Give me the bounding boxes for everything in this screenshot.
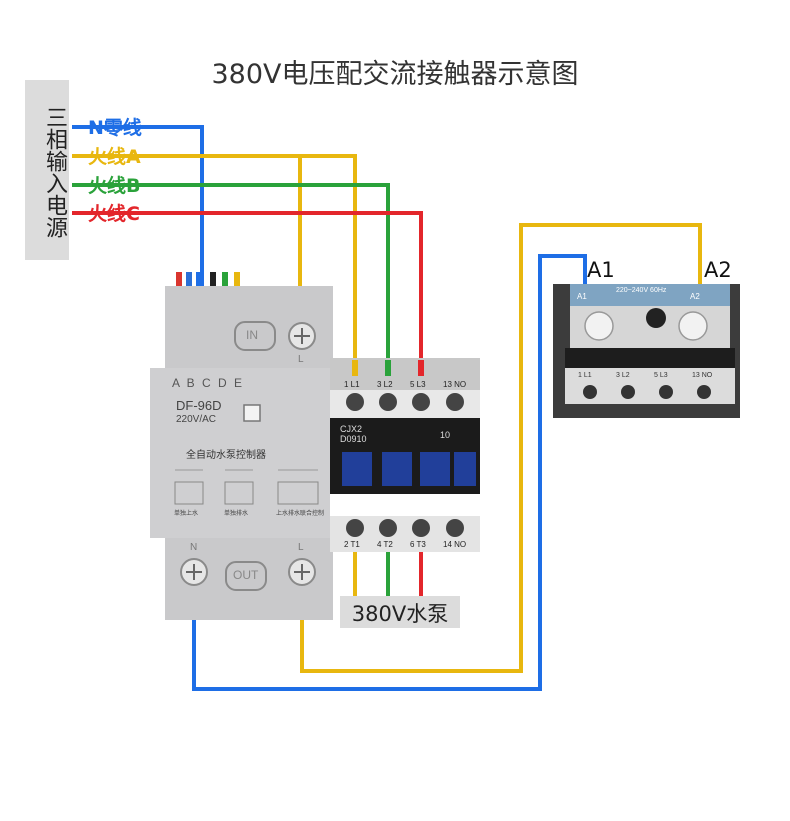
controller-voltage: 220V/AC xyxy=(176,414,217,425)
wire-label-n: N零线 xyxy=(88,117,142,139)
contactor-terminal-5: 5 L3 xyxy=(410,380,426,389)
wire-label-a: 火线A xyxy=(88,146,141,168)
controller-terminals: A B C D E xyxy=(172,376,245,390)
contactor-terminal-1: 1 L1 xyxy=(344,380,360,389)
coil-terminal-5: 5 L3 xyxy=(654,372,668,379)
coil-small-a1: A1 xyxy=(577,292,587,301)
contactor-terminal-3: 3 L2 xyxy=(377,380,393,389)
controller-mode-1: 单独上水 xyxy=(174,510,199,517)
contactor-terminal-4: 4 T2 xyxy=(377,540,393,549)
contactor-terminal-13: 13 NO xyxy=(443,380,467,389)
controller-in-label: IN xyxy=(246,328,258,342)
contactor-terminal-2: 2 T1 xyxy=(344,540,360,549)
wire-coil-a2 xyxy=(300,223,702,673)
pump-label-box xyxy=(340,596,460,628)
wire-c-to-contactor xyxy=(72,211,423,360)
contactor-terminal-14: 14 NO xyxy=(443,540,467,549)
controller-name: 全自动水泵控制器 xyxy=(186,450,266,461)
ac-contactor xyxy=(330,358,480,552)
wire-label-b: 火线B xyxy=(88,175,141,197)
coil-terminal-view xyxy=(553,284,740,418)
controller-mode-3: 上水排水联合控制 xyxy=(276,510,325,517)
contactor-rating: 10 xyxy=(440,430,451,440)
page-title: 380V电压配交流接触器示意图 xyxy=(211,59,579,90)
input-label: 三相输入电源 xyxy=(42,106,67,238)
controller-mode-2: 单独排水 xyxy=(224,510,249,517)
coil-small-a2: A2 xyxy=(690,292,700,301)
wire-coil-a1 xyxy=(192,254,587,691)
wire-b-to-contactor xyxy=(72,183,390,360)
coil-terminal-1: 1 L1 xyxy=(578,372,592,379)
coil-a2-label: A2 xyxy=(704,258,732,282)
water-pump-controller xyxy=(150,272,333,620)
contactor-model-1: CJX2 xyxy=(340,424,363,434)
controller-n-bottom: N xyxy=(190,542,198,553)
wire-n-neutral xyxy=(72,125,204,300)
controller-l-top: L xyxy=(298,354,304,365)
controller-out-label: OUT xyxy=(233,568,259,582)
input-label-box xyxy=(25,80,69,260)
wire-label-c: 火线C xyxy=(88,203,140,225)
wire-a-to-contactor xyxy=(72,154,357,360)
controller-l-bottom: L xyxy=(298,542,304,553)
pump-label: 380V水泵 xyxy=(351,602,449,626)
coil-terminal-13: 13 NO xyxy=(692,372,713,379)
contactor-terminal-6: 6 T3 xyxy=(410,540,426,549)
coil-rating: 220~240V 60Hz xyxy=(616,287,667,294)
coil-a1-label: A1 xyxy=(587,258,615,282)
coil-terminal-3: 3 L2 xyxy=(616,372,630,379)
contactor-model-2: D0910 xyxy=(340,434,367,444)
controller-model: DF-96D xyxy=(176,398,222,413)
